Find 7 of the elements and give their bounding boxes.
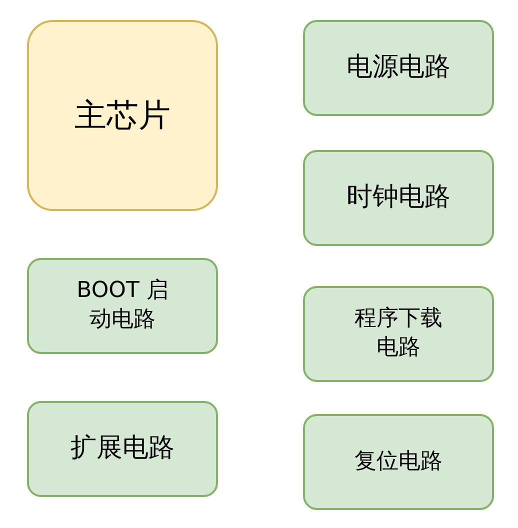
chip-box: 主芯片 <box>27 20 218 211</box>
circuit-box: 时钟电路 <box>303 150 494 246</box>
circuit-box: 扩展电路 <box>27 401 218 497</box>
circuit-box: 程序下载电路 <box>303 286 494 382</box>
circuit-box: 电源电路 <box>303 20 494 116</box>
circuit-box: BOOT 启动电路 <box>27 258 218 354</box>
circuit-box: 复位电路 <box>303 414 494 510</box>
